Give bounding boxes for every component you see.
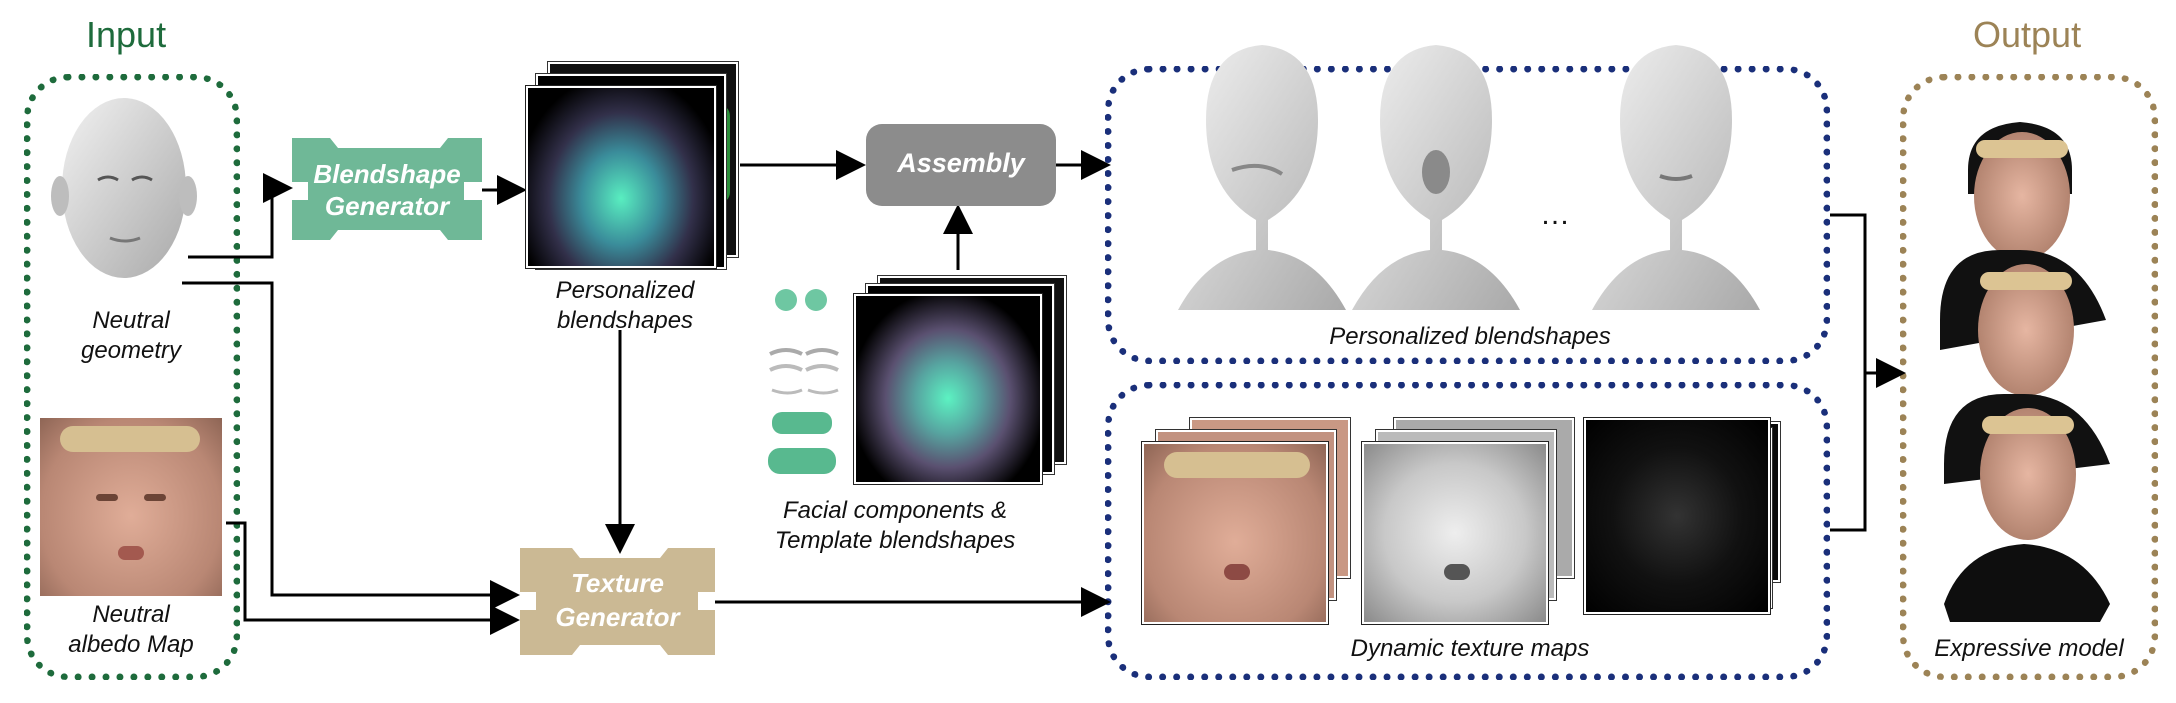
expressive-head-icon — [1944, 394, 2110, 622]
neutral-geometry-line1: Neutral — [92, 307, 170, 334]
neutral-albedo-line1: Neutral — [92, 601, 170, 628]
facial-components-line2: Template blendshapes — [774, 527, 1016, 554]
uv-map-stack-icon — [526, 86, 716, 268]
blendshape-generator-line1: Blendshape — [313, 159, 461, 189]
input-title: Input — [86, 14, 167, 55]
texture-generator: Texture Generator — [520, 566, 715, 634]
personalized-blendshapes-small-label: Personalized blendshapes — [520, 276, 730, 336]
expressive-model-label: Expressive model — [1934, 635, 2124, 662]
texture-map-albedo-icon — [1142, 442, 1328, 624]
texture-generator-line1: Texture — [571, 568, 664, 598]
head-render-icon — [1352, 45, 1520, 310]
expressive-head-icon — [1940, 250, 2106, 396]
personalized-line1: Personalized — [555, 277, 695, 304]
template-blendshapes-icon — [854, 294, 1042, 484]
head-render-icon — [1178, 45, 1346, 310]
expressive-head-icon — [1968, 122, 2072, 260]
input-box — [24, 74, 240, 680]
blendshape-generator-line2: Generator — [324, 191, 450, 221]
neutral-albedo-line2: albedo Map — [68, 631, 194, 658]
neutral-albedo-label: Neutral albedo Map — [40, 600, 222, 660]
facial-components-line1: Facial components & — [782, 497, 1008, 524]
output-title: Output — [1973, 14, 2082, 55]
blendshape-generator: Blendshape Generator — [292, 158, 482, 222]
neutral-geometry-line2: geometry — [80, 337, 182, 364]
neutral-geometry-label: Neutral geometry — [40, 306, 222, 366]
facial-components-label: Facial components & Template blendshapes — [745, 496, 1045, 556]
ellipsis: … — [1540, 198, 1570, 231]
albedo-map-icon — [40, 418, 222, 596]
texture-map-displacement-icon — [1584, 418, 1770, 614]
texture-output-box — [1105, 382, 1830, 680]
dynamic-texture-caption: Dynamic texture maps — [1350, 635, 1590, 662]
texture-map-normal-icon — [1362, 442, 1548, 624]
head-render-icon — [1592, 45, 1760, 310]
assembly-block: Assembly — [897, 148, 1025, 178]
texture-generator-line2: Generator — [555, 602, 680, 632]
personalized-blendshapes-caption: Personalized blendshapes — [1329, 323, 1611, 350]
personalized-line2: blendshapes — [556, 307, 694, 334]
